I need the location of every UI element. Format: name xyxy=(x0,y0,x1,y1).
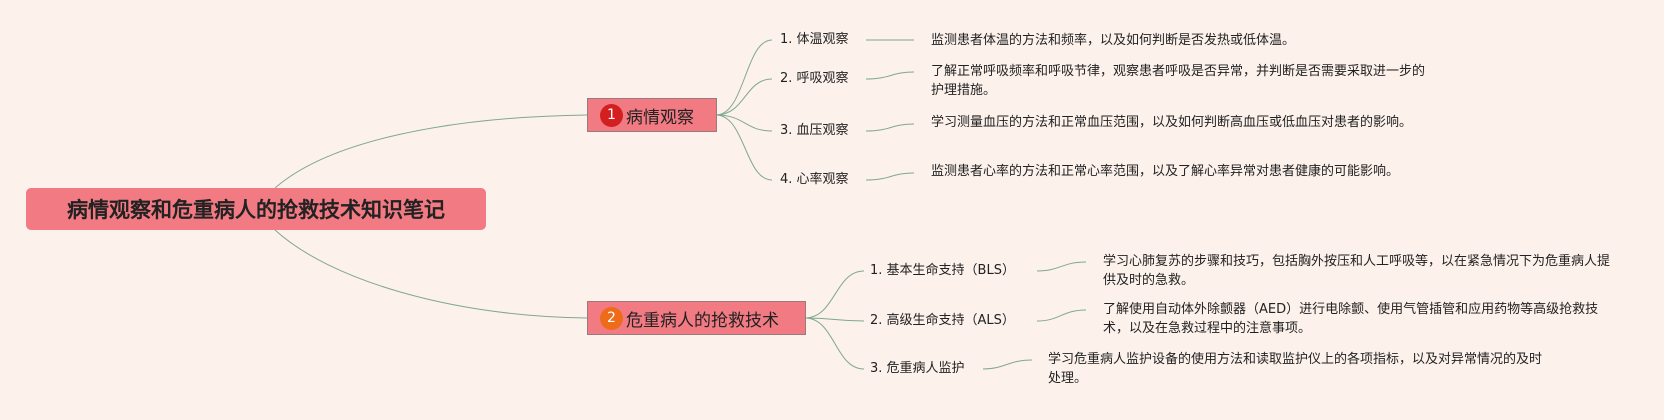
connector-branch2-topic3 xyxy=(804,317,865,370)
number-badge-2: 2 xyxy=(600,306,623,330)
topic-critical-monitoring[interactable]: 3. 危重病人监护 xyxy=(870,361,965,376)
topic-bls[interactable]: 1. 基本生命支持（BLS） xyxy=(870,263,1015,278)
topic-respiration[interactable]: 2. 呼吸观察 xyxy=(780,71,849,86)
connector-monitor-desc xyxy=(982,359,1033,370)
detail-critical-monitoring: 学习危重病人监护设备的使用方法和读取监护仪上的各项指标，以及对异常情况的及时处理… xyxy=(1048,352,1543,386)
connector-als-desc xyxy=(1036,309,1087,322)
topic-temperature[interactable]: 1. 体温观察 xyxy=(780,32,849,47)
connector-branch1-topic2 xyxy=(715,78,773,116)
detail-als: 了解使用自动体外除颤器（AED）进行电除颤、使用气管插管和应用药物等高级抢救技术… xyxy=(1103,302,1599,336)
connector-root-branch-2 xyxy=(274,229,588,319)
topic-blood-pressure[interactable]: 3. 血压观察 xyxy=(780,123,849,138)
topic-als[interactable]: 2. 高级生命支持（ALS） xyxy=(870,313,1015,328)
connector-branch1-topic1 xyxy=(715,39,773,116)
detail-blood-pressure: 学习测量血压的方法和正常血压范围，以及如何判断高血压或低血压对患者的影响。 xyxy=(931,115,1413,130)
detail-respiration: 了解正常呼吸频率和呼吸节律，观察患者呼吸是否异常，并判断是否需要采取进一步的护理… xyxy=(931,64,1426,98)
connector-topic3-desc xyxy=(865,123,915,132)
number-badge-1: 1 xyxy=(600,103,623,127)
detail-heart-rate: 监测患者心率的方法和正常心率范围，以及了解心率异常对患者健康的可能影响。 xyxy=(931,164,1400,179)
detail-bls: 学习心肺复苏的步骤和技巧，包括胸外按压和人工呼吸等，以在紧急情况下为危重病人提供… xyxy=(1103,254,1611,288)
topic-heart-rate[interactable]: 4. 心率观察 xyxy=(780,172,849,187)
branch-label: 危重病人的抢救技术 xyxy=(626,310,779,331)
root-topic[interactable]: 病情观察和危重病人的抢救技术知识笔记 xyxy=(26,188,486,230)
connector-bls-desc xyxy=(1036,261,1087,272)
connector-branch1-topic4 xyxy=(715,114,773,181)
connector-branch2-topic2 xyxy=(804,317,865,322)
connector-branch1-topic3 xyxy=(715,114,773,132)
branch-condition-observation[interactable]: 1 病情观察 xyxy=(587,98,717,132)
branch-label: 病情观察 xyxy=(626,107,694,128)
connector-topic2-desc xyxy=(865,71,915,80)
connector-root-branch-1 xyxy=(274,114,588,189)
branch-critical-rescue[interactable]: 2 危重病人的抢救技术 xyxy=(587,301,806,335)
connector-topic4-desc xyxy=(865,172,915,181)
connector-branch2-topic1 xyxy=(804,270,865,319)
detail-temperature: 监测患者体温的方法和频率，以及如何判断是否发热或低体温。 xyxy=(931,33,1296,48)
